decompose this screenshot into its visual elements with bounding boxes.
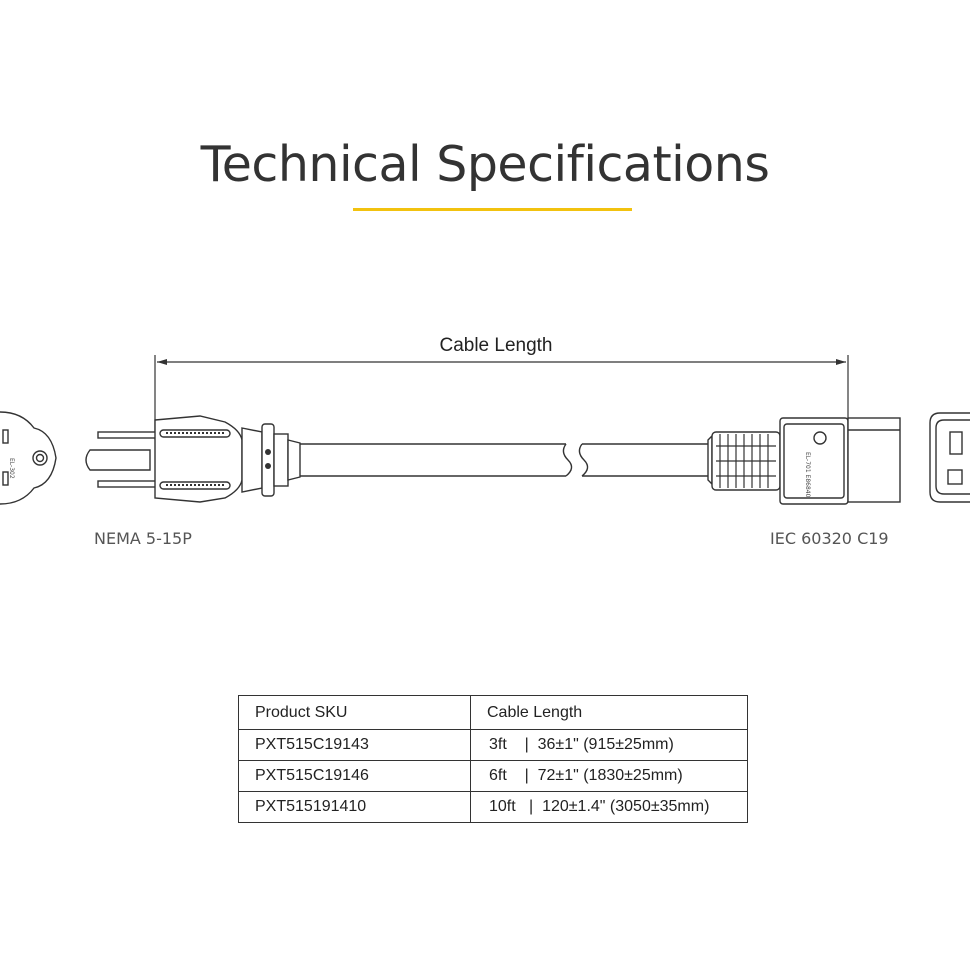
nema-plug-face: EL-302 [0, 411, 57, 505]
table-row: PXT515C19143 3ft | 36±1" (915±25mm) [238, 729, 748, 761]
nema-plug-side [85, 415, 301, 503]
cable-length-dimension [154, 355, 849, 440]
cable-length-label: Cable Length [439, 335, 553, 356]
table-row: PXT515191410 10ft | 120±1.4" (3050±35mm) [238, 791, 748, 823]
title-underline [353, 208, 632, 211]
page-title: Technical Specifications [200, 136, 770, 193]
iec-c19-face [929, 412, 970, 503]
length-cell: 10ft | 120±1.4" (3050±35mm) [470, 791, 748, 823]
sku-cell: PXT515191410 [238, 791, 471, 823]
sku-cell: PXT515C19143 [238, 729, 471, 761]
spec-table: Product SKU Cable Length PXT515C19143 3f… [238, 695, 748, 823]
cable [300, 443, 712, 477]
iec-c19-side: EL-701 E86840 [707, 417, 901, 505]
header-product-sku: Product SKU [238, 695, 471, 730]
length-cell: 3ft | 36±1" (915±25mm) [470, 729, 748, 761]
left-connector-label: NEMA 5-15P [94, 529, 192, 548]
header-cable-length: Cable Length [470, 695, 748, 730]
left-plug-marking: EL-302 [8, 458, 15, 479]
right-plug-marking: EL-701 E86840 [804, 452, 811, 498]
table-header-row: Product SKU Cable Length [238, 695, 748, 730]
right-connector-label: IEC 60320 C19 [770, 529, 889, 548]
table-row: PXT515C19146 6ft | 72±1" (1830±25mm) [238, 760, 748, 792]
sku-cell: PXT515C19146 [238, 760, 471, 792]
length-cell: 6ft | 72±1" (1830±25mm) [470, 760, 748, 792]
